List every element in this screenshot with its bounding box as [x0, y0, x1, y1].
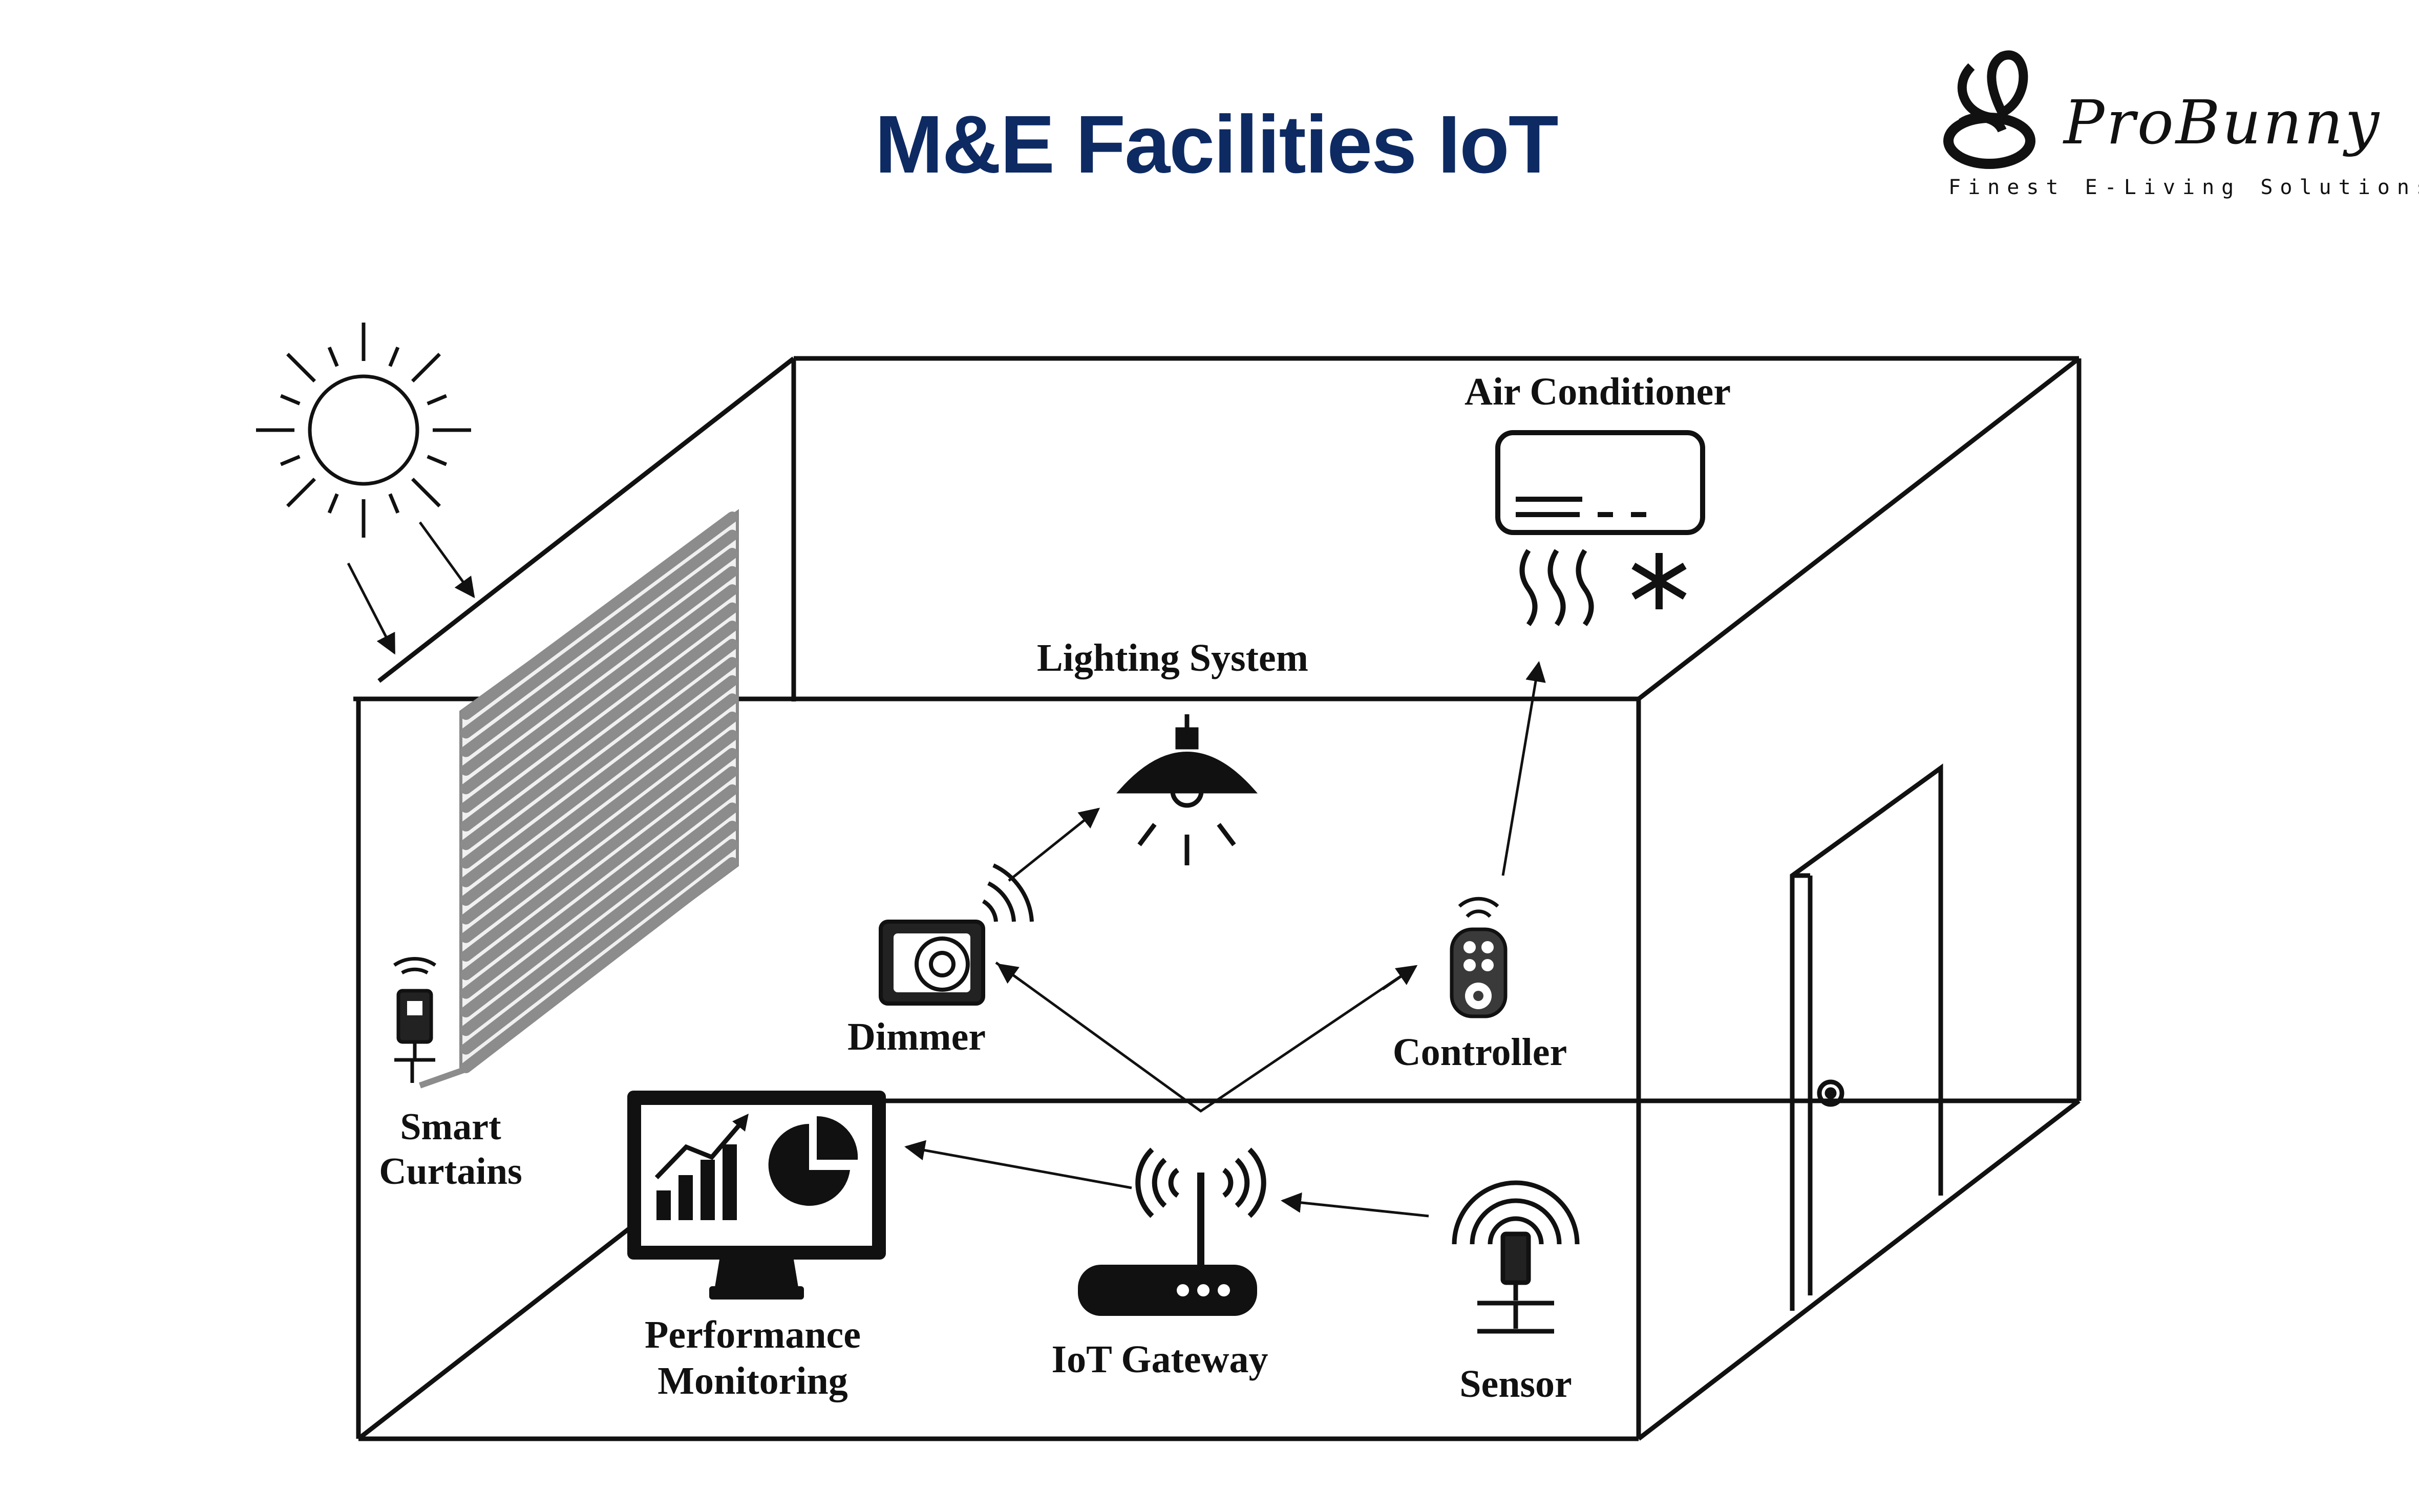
gateway-to-controller-arrow	[1382, 965, 1418, 991]
sensor-to-gateway-arrow	[1281, 1192, 1429, 1218]
controller-to-ac-arrow	[1501, 661, 1546, 876]
curtain-slat	[460, 621, 738, 832]
sun-ray	[280, 455, 301, 466]
logo-tagline: Finest E-Living Solutions	[1948, 176, 2419, 199]
sensor-label: Sensor	[1459, 1362, 1572, 1405]
curtain-slat	[460, 602, 738, 813]
performance-label-2: Monitoring	[657, 1359, 848, 1402]
monitor-chart-icon	[627, 1091, 886, 1300]
sun-ray	[327, 346, 339, 367]
gateway-to-dimmer-arrow	[996, 963, 1025, 985]
sun-ray	[427, 394, 448, 406]
sunlight-arrow	[418, 521, 475, 599]
lighting-system-label: Lighting System	[1037, 636, 1308, 679]
curtain-slat	[460, 584, 738, 795]
logo-wordmark: ProBunny	[2064, 87, 2382, 158]
dimmer-icon	[879, 863, 1034, 1006]
curtain-slat	[460, 839, 738, 1055]
sun-ray	[280, 394, 301, 406]
gateway-split-lines	[995, 961, 1414, 1113]
iot-gateway-label: IoT Gateway	[1052, 1338, 1268, 1381]
page-title: M&E Facilities IoT	[875, 98, 1558, 190]
performance-label-1: Performance	[645, 1313, 861, 1356]
curtain-slat	[460, 820, 738, 1036]
door-icon	[1790, 763, 1943, 1311]
sunlight-arrow	[347, 562, 396, 655]
lamp-icon	[1116, 714, 1258, 865]
dimmer-label: Dimmer	[847, 1015, 986, 1058]
curtain-slat	[460, 529, 738, 739]
bunny-logo-icon	[1943, 50, 2035, 169]
sun-ray	[327, 493, 339, 514]
curtain-slat	[460, 675, 738, 887]
sun-ray	[427, 455, 448, 466]
curtain-slat	[460, 638, 738, 850]
smart-curtains-label-2: Curtains	[379, 1151, 522, 1192]
sensor-icon	[1452, 1180, 1580, 1334]
air-conditioner-label: Air Conditioner	[1465, 370, 1731, 413]
curtain-slat	[460, 748, 738, 962]
smart-curtains-label-1: Smart	[400, 1106, 501, 1148]
curtain-slat	[460, 548, 738, 757]
controller-label: Controller	[1393, 1031, 1567, 1074]
curtain-icon	[419, 509, 739, 1089]
gateway-to-monitor-arrow	[904, 1140, 1132, 1189]
curtain-slat	[460, 711, 738, 925]
curtain-slat	[460, 512, 738, 720]
sun-ray	[286, 477, 316, 507]
sun-icon	[256, 323, 471, 538]
curtain-slat	[460, 693, 738, 906]
dimmer-to-lighting-arrow	[1008, 807, 1100, 882]
curtain-slat	[460, 802, 738, 1018]
router-icon	[1078, 1147, 1266, 1316]
curtain-slat	[460, 766, 738, 981]
sun-ray	[411, 477, 441, 507]
air-conditioner-icon	[1495, 430, 1705, 626]
sun-ray	[411, 353, 441, 383]
curtain-slat	[460, 566, 738, 776]
sun-ray	[286, 353, 316, 383]
curtain-slat	[460, 657, 738, 869]
curtain-slat	[460, 784, 738, 999]
curtain-slat	[460, 730, 738, 943]
curtain-switch-icon	[393, 957, 436, 1083]
curtain-slat	[460, 857, 738, 1073]
sun-ray	[388, 493, 400, 514]
sun-ray	[388, 346, 400, 367]
remote-controller-icon	[1450, 897, 1508, 1018]
